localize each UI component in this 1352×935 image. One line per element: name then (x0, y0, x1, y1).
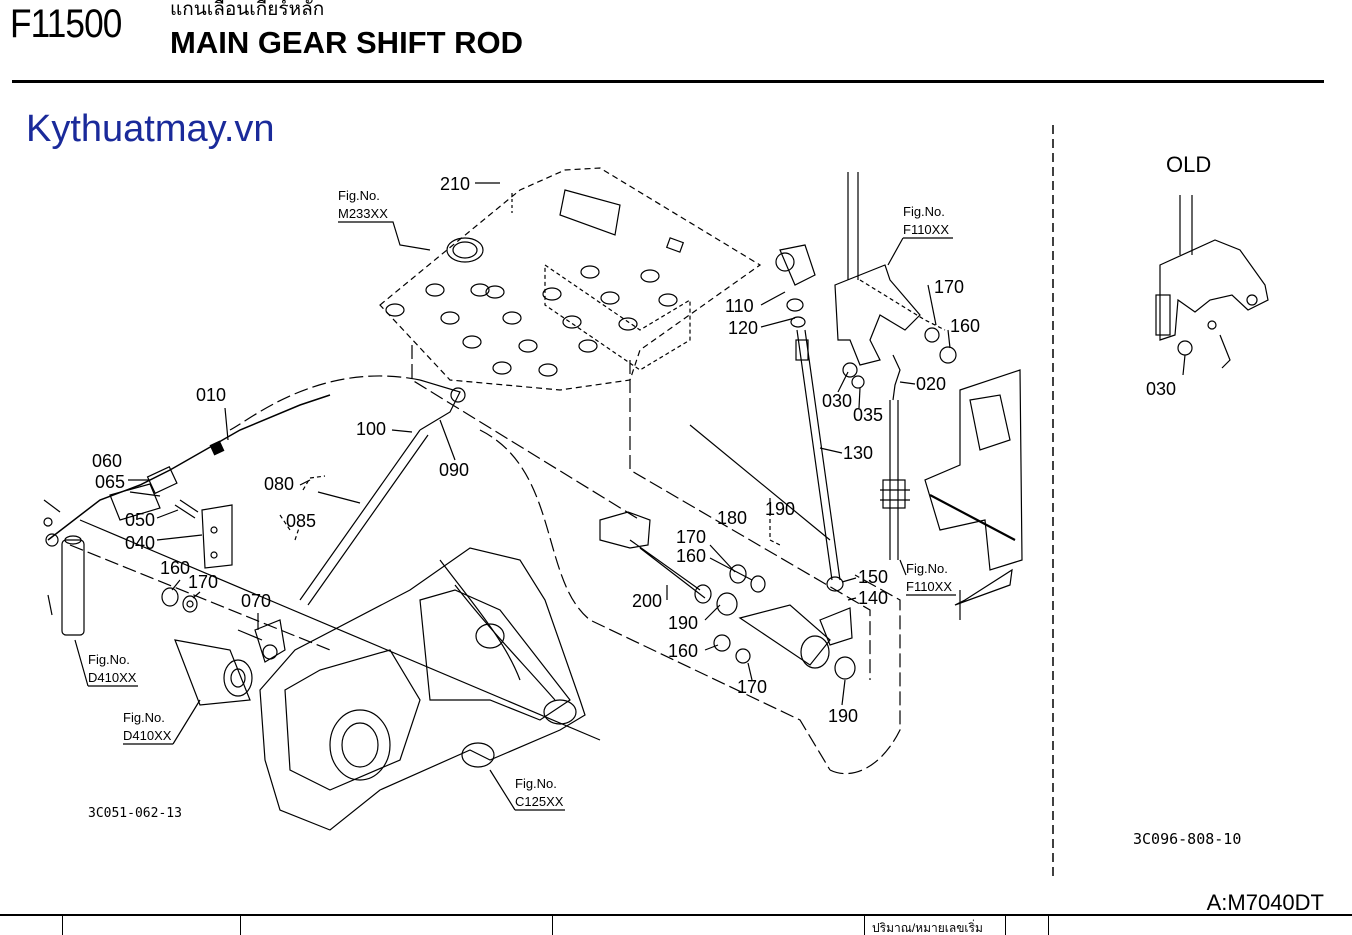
part-label-160[interactable]: 160 (676, 546, 706, 566)
table-col-divider (1048, 916, 1049, 935)
part-labels: 210 110 120 170 160 010 060 065 050 040 … (92, 174, 980, 726)
part-label-020[interactable]: 020 (916, 374, 946, 394)
page-title-thai: แกนเลื่อนเกียร์หลัก (170, 0, 325, 20)
fig-ref-d410-a: Fig.No. D410XX (88, 652, 137, 685)
table-col-divider (62, 916, 63, 935)
part-label-040[interactable]: 040 (125, 533, 155, 553)
part-label-150[interactable]: 150 (858, 567, 888, 587)
housing-plate (379, 167, 762, 391)
part-label-100[interactable]: 100 (356, 419, 386, 439)
old-part-label-030[interactable]: 030 (1146, 379, 1176, 399)
svg-text:Fig.No.: Fig.No. (123, 710, 165, 725)
part-label-160[interactable]: 160 (950, 316, 980, 336)
part-label-160[interactable]: 160 (668, 641, 698, 661)
table-col-divider (1005, 916, 1006, 935)
svg-text:Fig.No.: Fig.No. (88, 652, 130, 667)
table-header-qty: ปริมาณ/หมายเลขเริ่ม (872, 921, 983, 935)
fig-ref-m233: Fig.No. M233XX (338, 188, 388, 221)
part-200-bracket (599, 511, 651, 549)
leader-lines (128, 182, 1186, 706)
part-label-010[interactable]: 010 (196, 385, 226, 405)
part-label-030[interactable]: 030 (822, 391, 852, 411)
watermark-text: Kythuatmay.vn (26, 108, 275, 150)
fig-ref-no[interactable]: C125XX (515, 794, 564, 809)
fig-ref-no[interactable]: F110XX (906, 579, 952, 594)
model-code: A:M7040DT (1206, 890, 1324, 915)
part-label-200[interactable]: 200 (632, 591, 662, 611)
old-bracket (1159, 239, 1269, 341)
part-130-rod (796, 329, 841, 581)
part-label-140[interactable]: 140 (858, 588, 888, 608)
fig-ref-no[interactable]: D410XX (123, 728, 172, 743)
part-label-190[interactable]: 190 (765, 499, 795, 519)
page-title: MAIN GEAR SHIFT ROD (170, 25, 524, 60)
part-label-160[interactable]: 160 (160, 558, 190, 578)
part-label-060[interactable]: 060 (92, 451, 122, 471)
fig-ref-f110-bottom: Fig.No. F110XX (906, 561, 952, 594)
part-label-035[interactable]: 035 (853, 405, 883, 425)
fig-ref-no[interactable]: D410XX (88, 670, 137, 685)
part-label-070[interactable]: 070 (241, 591, 271, 611)
fig-ref-no[interactable]: M233XX (338, 206, 388, 221)
housing-holes (385, 265, 678, 377)
page-code: F11500 (10, 2, 122, 46)
fig-ref-c125: Fig.No. C125XX (515, 776, 564, 809)
part-label-170[interactable]: 170 (676, 527, 706, 547)
part-label-110[interactable]: 110 (725, 296, 754, 316)
old-panel-title: OLD (1166, 152, 1211, 177)
part-label-210[interactable]: 210 (440, 174, 470, 194)
part-label-120[interactable]: 120 (728, 318, 758, 338)
part-label-170[interactable]: 170 (934, 277, 964, 297)
title-divider (12, 80, 1324, 83)
fig-ref-f110-top: Fig.No. F110XX (903, 204, 949, 237)
fig-ref-d410-b: Fig.No. D410XX (123, 710, 172, 743)
part-010-cable (47, 394, 331, 541)
part-label-190[interactable]: 190 (668, 613, 698, 633)
fig-ref-no[interactable]: F110XX (903, 222, 949, 237)
table-col-divider (864, 916, 865, 935)
part-040-bracket (201, 504, 233, 569)
transmission-case (259, 547, 586, 831)
part-label-050[interactable]: 050 (125, 510, 155, 530)
part-label-085[interactable]: 085 (286, 511, 316, 531)
svg-text:Fig.No.: Fig.No. (906, 561, 948, 576)
part-label-130[interactable]: 130 (843, 443, 873, 463)
drawing-code-right: 3C096-808-10 (1133, 830, 1241, 848)
table-col-divider (240, 916, 241, 935)
part-label-170[interactable]: 170 (188, 572, 218, 592)
part-label-065[interactable]: 065 (95, 472, 125, 492)
part-100-rod (299, 429, 429, 606)
part-label-190[interactable]: 190 (828, 706, 858, 726)
part-label-180[interactable]: 180 (717, 508, 747, 528)
part-label-170[interactable]: 170 (737, 677, 767, 697)
part-label-080[interactable]: 080 (264, 474, 294, 494)
svg-text:Fig.No.: Fig.No. (515, 776, 557, 791)
parts-table-header: ปริมาณ/หมายเลขเริ่ม (0, 914, 1352, 935)
svg-text:Fig.No.: Fig.No. (903, 204, 945, 219)
svg-text:Fig.No.: Fig.No. (338, 188, 380, 203)
table-col-divider (552, 916, 553, 935)
drawing-code-left: 3C051-062-13 (88, 806, 182, 821)
shift-bracket (834, 264, 921, 366)
part-label-090[interactable]: 090 (439, 460, 469, 480)
